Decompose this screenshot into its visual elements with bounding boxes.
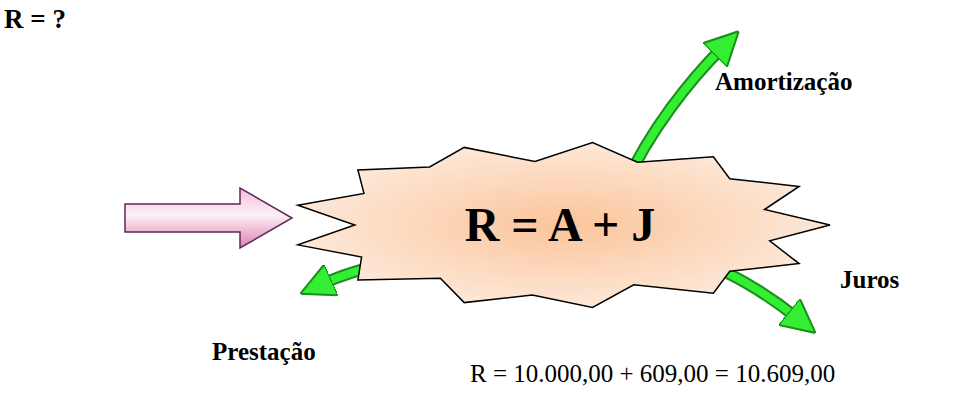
formula-label: R = 10.000,00 + 609,00 = 10.609,00 (470, 360, 835, 389)
formula-text: R = A + J (465, 199, 656, 252)
question-label: R = ? (4, 4, 66, 35)
input-arrow (125, 188, 292, 248)
term-label: Juros (840, 266, 899, 295)
starburst-node: R = A + J (290, 142, 830, 308)
term-label: Prestação (212, 338, 316, 367)
starburst-outline (298, 143, 830, 308)
term-label: Amortização (715, 68, 852, 97)
